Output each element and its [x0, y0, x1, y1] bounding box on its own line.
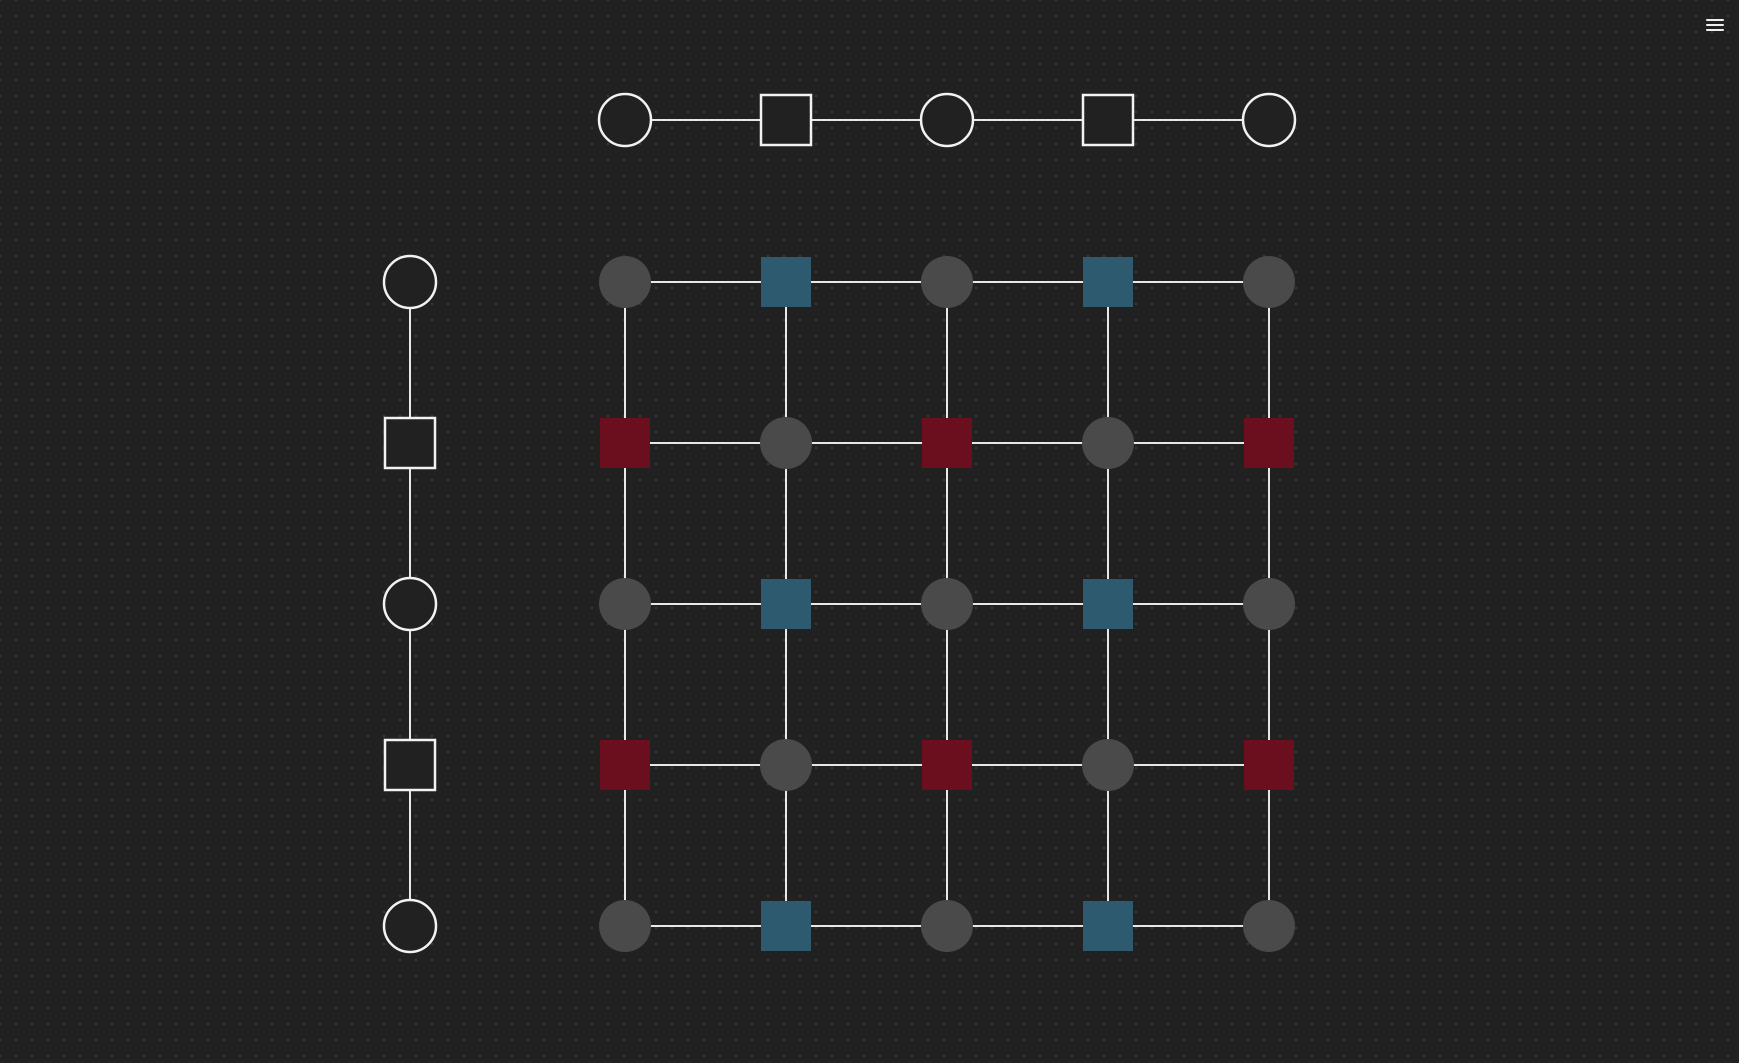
grid-teal-square-node [1083, 579, 1133, 629]
grid-red-square-node [1244, 740, 1294, 790]
grid-red-square-node [922, 418, 972, 468]
grid-teal-square-node [761, 579, 811, 629]
top-chain-circle-node [919, 92, 975, 148]
grid-grey-circle-node [599, 256, 651, 308]
grid-grey-circle-node [921, 256, 973, 308]
grid-red-square-node [922, 740, 972, 790]
top-chain-circle-node [597, 92, 653, 148]
grid-grey-circle-node [1082, 739, 1134, 791]
hamburger-menu-icon[interactable] [1705, 16, 1725, 34]
nodes-layer [382, 92, 1297, 954]
left-chain-circle-node [382, 898, 438, 954]
grid-teal-square-node [761, 257, 811, 307]
grid-grey-circle-node [1243, 900, 1295, 952]
grid-red-square-node [1244, 418, 1294, 468]
grid-teal-square-node [761, 901, 811, 951]
grid-grey-circle-node [599, 900, 651, 952]
left-chain-circle-node [382, 254, 438, 310]
grid-grey-circle-node [921, 900, 973, 952]
grid-grey-circle-node [760, 417, 812, 469]
grid-red-square-node [600, 740, 650, 790]
menu-bar-bottom [1706, 29, 1724, 31]
grid-grey-circle-node [1243, 578, 1295, 630]
top-chain-circle-node [1241, 92, 1297, 148]
grid-teal-square-node [1083, 901, 1133, 951]
left-chain-square-node [383, 738, 437, 792]
grid-grey-circle-node [921, 578, 973, 630]
top-chain-square-node [1081, 93, 1135, 147]
left-chain-square-node [383, 416, 437, 470]
edges-layer [409, 119, 1270, 927]
left-chain-circle-node [382, 576, 438, 632]
menu-bar-top [1706, 19, 1724, 21]
grid-grey-circle-node [760, 739, 812, 791]
top-chain-square-node [759, 93, 813, 147]
grid-teal-square-node [1083, 257, 1133, 307]
grid-grey-circle-node [1082, 417, 1134, 469]
grid-grey-circle-node [1243, 256, 1295, 308]
menu-bar-middle [1706, 24, 1724, 26]
grid-red-square-node [600, 418, 650, 468]
grid-grey-circle-node [599, 578, 651, 630]
